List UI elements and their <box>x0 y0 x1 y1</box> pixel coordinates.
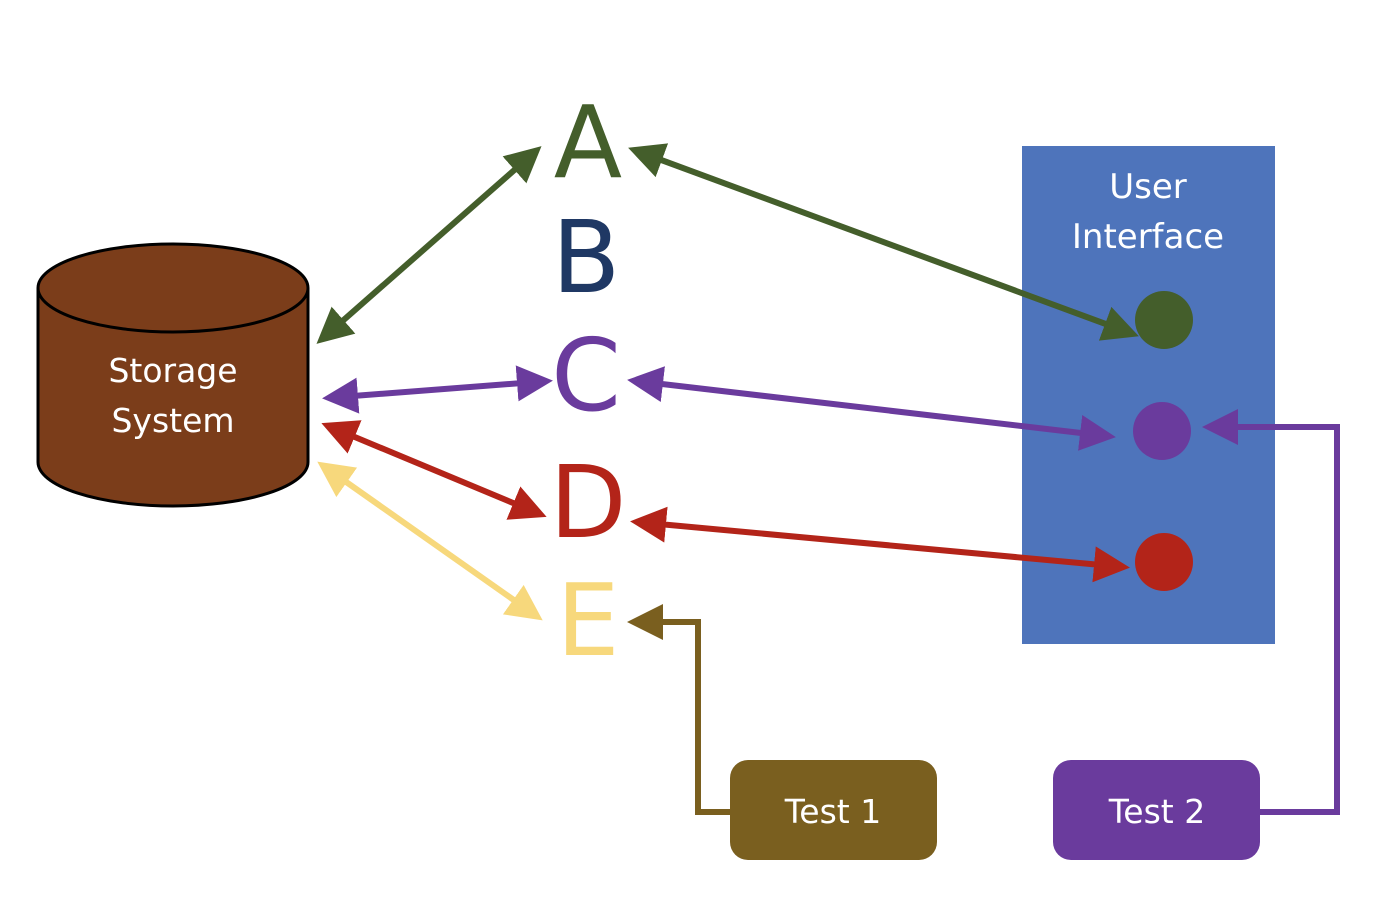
storage-system: Storage System <box>36 242 310 508</box>
letter-d[interactable]: D <box>549 444 626 561</box>
arrow-d-ui <box>630 506 1130 583</box>
letter-e[interactable]: E <box>556 562 619 679</box>
component-letters: A B C D E <box>549 84 626 679</box>
arrow-a-ui <box>628 143 1139 341</box>
ui-label-line1: User <box>1109 167 1187 207</box>
test-2-label: Test 2 <box>1108 792 1205 831</box>
ui-dot-purple[interactable] <box>1133 402 1191 460</box>
arrow-test2-ui <box>1202 409 1340 815</box>
arrow-storage-e <box>317 461 543 621</box>
test-1-rect[interactable] <box>730 760 937 860</box>
letter-b[interactable]: B <box>552 199 621 316</box>
connections <box>316 143 1340 815</box>
user-interface-panel: User Interface <box>1022 146 1275 644</box>
ui-dot-red[interactable] <box>1135 533 1193 591</box>
test-2-box[interactable]: Test 2 <box>1053 760 1260 860</box>
ui-dot-green[interactable] <box>1135 291 1193 349</box>
arrow-c-ui <box>627 366 1116 451</box>
letter-c[interactable]: C <box>551 317 621 434</box>
ui-label-line2: Interface <box>1072 217 1224 257</box>
storage-label-line1: Storage <box>108 351 237 390</box>
storage-cylinder-top <box>36 242 310 334</box>
test-1-label: Test 1 <box>784 792 881 831</box>
test-1-box[interactable]: Test 1 <box>730 760 937 860</box>
storage-cylinder-body <box>36 288 310 508</box>
letter-a[interactable]: A <box>554 84 622 201</box>
arrow-storage-c <box>322 365 553 414</box>
arrow-storage-a <box>316 146 542 344</box>
test-2-rect[interactable] <box>1053 760 1260 860</box>
arrow-test1-e <box>627 604 732 815</box>
storage-label-line2: System <box>111 401 234 440</box>
